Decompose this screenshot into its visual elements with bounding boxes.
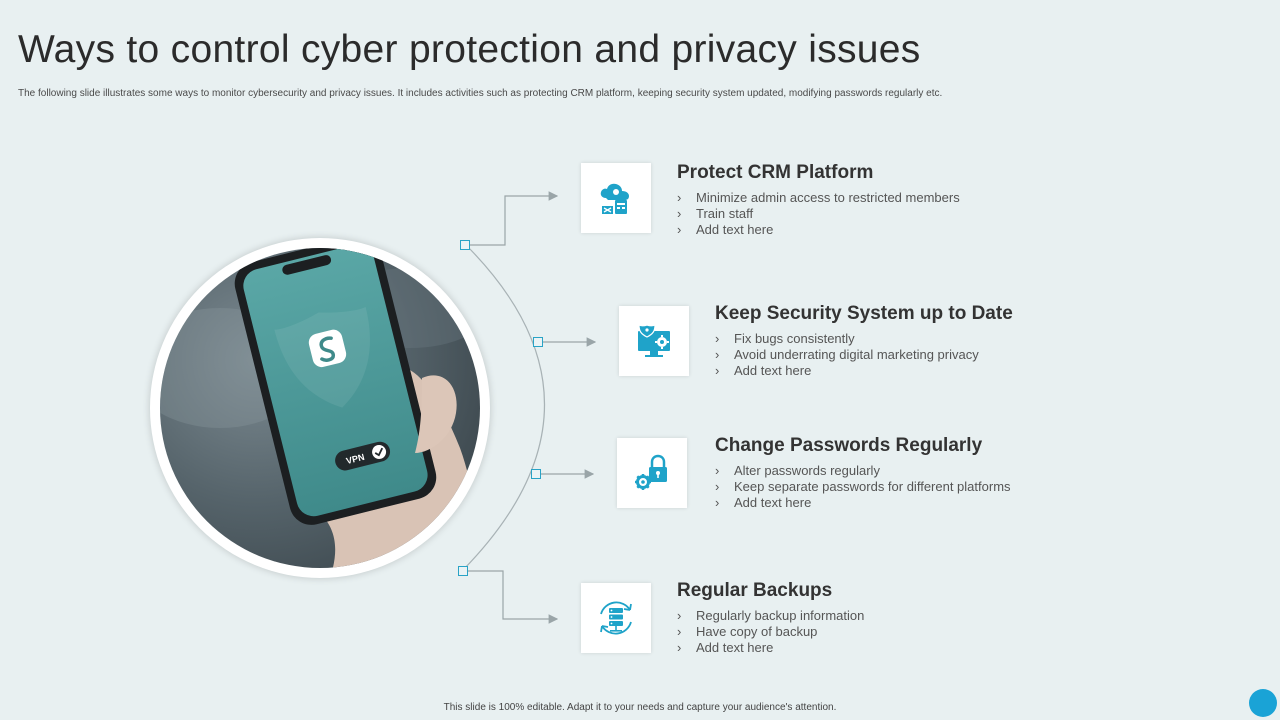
bullet-item: Keep separate passwords for different pl…	[715, 479, 1011, 495]
cloud-server-icon	[600, 183, 629, 214]
item-title: Keep Security System up to Date	[715, 303, 1013, 324]
connector-node-4	[458, 566, 468, 576]
phone-vpn-photo: VPN	[160, 248, 480, 568]
icon-box-passwords	[617, 438, 687, 508]
bullet-list: Minimize admin access to restricted memb…	[677, 190, 960, 238]
bullet-item: Add text here	[715, 495, 1011, 511]
gear-padlock-icon	[635, 454, 667, 490]
item-title: Protect CRM Platform	[677, 162, 874, 183]
connector-line-1	[470, 191, 559, 246]
connector-node-2	[533, 337, 543, 347]
backup-sync-icon	[600, 601, 632, 635]
item-regular-backups: Regular Backups Regularly backup informa…	[677, 580, 864, 656]
item-title: Regular Backups	[677, 580, 833, 601]
item-keep-security: Keep Security System up to Date Fix bugs…	[715, 303, 1013, 379]
icon-box-crm	[581, 163, 651, 233]
slide-footer: This slide is 100% editable. Adapt it to…	[443, 702, 837, 713]
icon-box-security	[619, 306, 689, 376]
bullet-item: Add text here	[677, 640, 864, 656]
slide-title: Ways to control cyber protection and pri…	[18, 28, 921, 71]
connector-arc	[462, 243, 545, 571]
icon-box-backups	[581, 583, 651, 653]
item-title: Change Passwords Regularly	[715, 435, 983, 456]
bullet-item: Have copy of backup	[677, 624, 864, 640]
bullet-item: Train staff	[677, 206, 960, 222]
connector-line-4	[468, 570, 559, 624]
bullet-list: Alter passwords regularly Keep separate …	[715, 463, 1011, 511]
bullet-list: Regularly backup information Have copy o…	[677, 608, 864, 656]
bullet-list: Fix bugs consistently Avoid underrating …	[715, 331, 1013, 379]
bullet-item: Add text here	[677, 222, 960, 238]
shield-monitor-gear-icon	[638, 324, 670, 357]
corner-accent-dot	[1249, 689, 1277, 717]
item-protect-crm: Protect CRM Platform Minimize admin acce…	[677, 162, 960, 238]
vpn-badge-label: VPN	[345, 452, 365, 466]
bullet-item: Avoid underrating digital marketing priv…	[715, 347, 1013, 363]
bullet-item: Fix bugs consistently	[715, 331, 1013, 347]
item-change-passwords: Change Passwords Regularly Alter passwor…	[715, 435, 1011, 511]
connector-node-1	[460, 240, 470, 250]
bullet-item: Regularly backup information	[677, 608, 864, 624]
connector-node-3	[531, 469, 541, 479]
bullet-item: Alter passwords regularly	[715, 463, 1011, 479]
slide-subtitle: The following slide illustrates some way…	[18, 88, 943, 99]
bullet-item: Minimize admin access to restricted memb…	[677, 190, 960, 206]
bullet-item: Add text here	[715, 363, 1013, 379]
